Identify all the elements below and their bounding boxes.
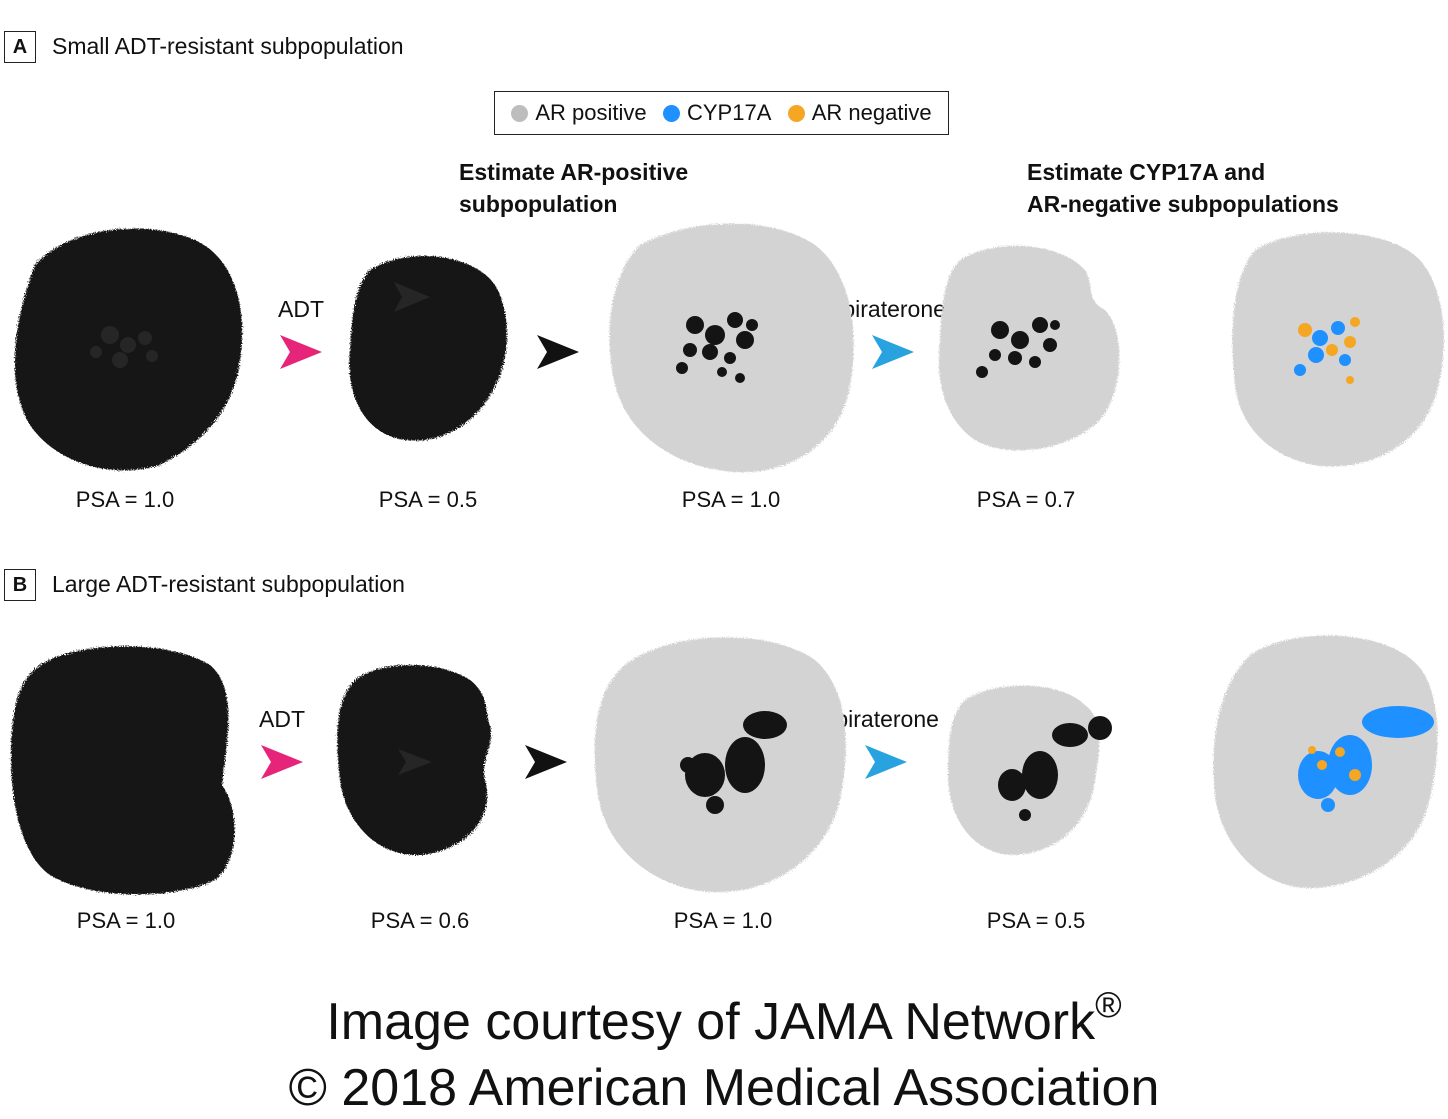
heading-cyp17a-line1: Estimate CYP17A and xyxy=(1027,159,1266,185)
ar-negative-core-a4 xyxy=(976,317,1060,378)
legend-swatch-ar-positive xyxy=(511,104,529,122)
adt-arrow-a xyxy=(280,335,322,369)
heading-estimate-ar-positive: Estimate AR-positive subpopulation xyxy=(459,156,688,220)
credit-line-2: © 2018 American Medical Association xyxy=(288,1059,1160,1117)
abiraterone-arrow-a xyxy=(872,335,914,369)
legend-label-ar-positive: AR positive xyxy=(535,100,647,125)
tumor-a4 xyxy=(938,245,1120,451)
ar-negative-core-b4 xyxy=(998,716,1112,821)
legend-label-cyp17a: CYP17A xyxy=(687,100,772,125)
legend-label-ar-negative: AR negative xyxy=(811,100,932,125)
adt-arrow-b xyxy=(261,745,303,779)
tumor-b1 xyxy=(10,646,235,895)
neutral-arrow-b xyxy=(525,745,567,779)
subpopulations-b5 xyxy=(1298,706,1434,812)
credit-text: Image courtesy of JAMA Network xyxy=(326,993,1096,1051)
psa-label-a2: PSA = 0.5 xyxy=(378,487,478,512)
tumor-illustrations xyxy=(10,223,1444,895)
adt-label-a: ADT xyxy=(278,296,324,322)
credit-line-1: Image courtesy of JAMA Network® xyxy=(0,984,1448,1052)
legend-item-cyp17a: CYP17A xyxy=(663,100,771,126)
ar-negative-core-b3 xyxy=(680,711,787,814)
tumor-a3 xyxy=(609,223,854,473)
neutral-arrow-a xyxy=(537,335,579,369)
legend: AR positive CYP17A AR negative xyxy=(494,91,949,135)
panel-a-title: Small ADT-resistant subpopulation xyxy=(52,33,404,59)
ghost-arrow-a xyxy=(394,282,430,312)
psa-label-b2: PSA = 0.6 xyxy=(370,908,470,933)
heading-estimate-cyp17a: Estimate CYP17A and AR-negative subpopul… xyxy=(1027,156,1339,220)
subpopulations-a5 xyxy=(1294,317,1360,384)
legend-item-ar-negative: AR negative xyxy=(787,100,932,126)
registered-mark: ® xyxy=(1095,984,1122,1025)
legend-swatch-cyp17a xyxy=(663,104,680,122)
legend-item-ar-positive: AR positive xyxy=(511,100,647,126)
psa-label-b1: PSA = 1.0 xyxy=(76,908,176,933)
psa-label-b4: PSA = 0.5 xyxy=(986,908,1086,933)
legend-swatch-ar-negative xyxy=(787,104,805,122)
psa-label-b3: PSA = 1.0 xyxy=(673,908,773,933)
psa-label-a3: PSA = 1.0 xyxy=(681,487,781,512)
tumor-a1-core xyxy=(90,326,158,368)
abiraterone-arrow-b xyxy=(865,745,907,779)
heading-cyp17a-line2: AR-negative subpopulations xyxy=(1027,191,1339,217)
psa-label-a4: PSA = 0.7 xyxy=(976,487,1076,512)
panel-a-letter: A xyxy=(4,31,36,63)
heading-ar-positive-line2: subpopulation xyxy=(459,191,618,217)
adt-label-b: ADT xyxy=(259,706,305,732)
tumor-a5 xyxy=(1232,232,1444,467)
ghost-arrow-b xyxy=(398,749,432,775)
panel-b-title: Large ADT-resistant subpopulation xyxy=(52,571,405,597)
panel-b-letter: B xyxy=(4,569,36,601)
ar-negative-core-a3 xyxy=(676,312,758,383)
tumor-a2 xyxy=(349,255,507,441)
heading-ar-positive-line1: Estimate AR-positive xyxy=(459,159,689,185)
psa-label-a1: PSA = 1.0 xyxy=(75,487,175,512)
